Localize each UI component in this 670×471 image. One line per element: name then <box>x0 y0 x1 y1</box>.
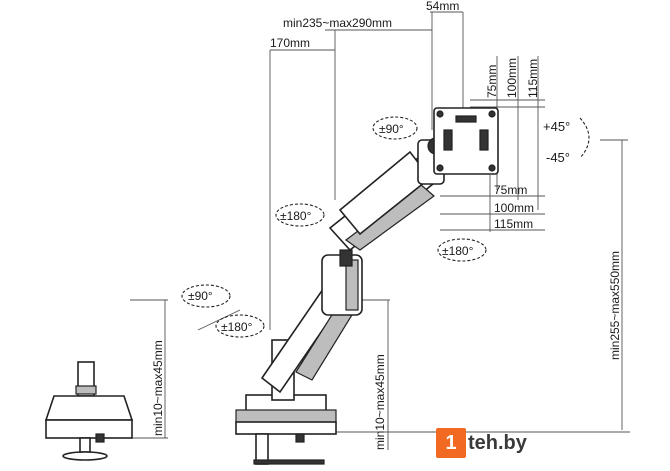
rotation-labels: ±90° +45° -45° ±180° ±180° ±90° ±180° <box>188 119 570 334</box>
dim-top-54: 54mm <box>426 0 459 13</box>
watermark-text: teh.by <box>468 431 527 454</box>
rot-arm-rotation: ±180° <box>280 209 312 223</box>
monitor-arm <box>260 137 445 401</box>
dim-arm-170: 170mm <box>270 36 310 50</box>
rot-vesa-rotation: ±180° <box>442 244 474 258</box>
rot-base-rotation: ±180° <box>221 320 253 334</box>
desk-clamp-base <box>235 394 337 465</box>
rot-base-swivel: ±90° <box>188 289 213 303</box>
dim-clamp-left: min10~max45mm <box>151 340 165 436</box>
rot-head-swivel: ±90° <box>379 122 404 136</box>
watermark-badge: 1 <box>436 428 466 458</box>
dim-clamp-right: min10~max45mm <box>373 354 387 450</box>
dim-vesa-h-115: 115mm <box>494 217 533 231</box>
rot-tilt-down: -45° <box>546 150 570 165</box>
teh-by-watermark: 1 teh.by <box>436 428 527 458</box>
dim-vesa-v-75: 75mm <box>485 65 499 98</box>
grommet-clamp <box>44 361 134 461</box>
dim-vesa-h-100: 100mm <box>494 201 534 215</box>
vesa-plate <box>433 107 499 175</box>
dimension-labels: 54mm min235~max290mm 170mm 75mm 100mm 11… <box>151 0 622 450</box>
dim-height-range: min255~max550mm <box>608 251 622 360</box>
rot-tilt-up: +45° <box>543 119 570 134</box>
dimension-lines <box>130 11 630 450</box>
dim-vesa-v-100: 100mm <box>505 58 519 98</box>
rotation-arcs <box>181 116 590 338</box>
dim-vesa-h-75: 75mm <box>494 183 527 197</box>
dim-vesa-v-115: 115mm <box>526 59 540 98</box>
dim-reach: min235~max290mm <box>283 16 392 30</box>
